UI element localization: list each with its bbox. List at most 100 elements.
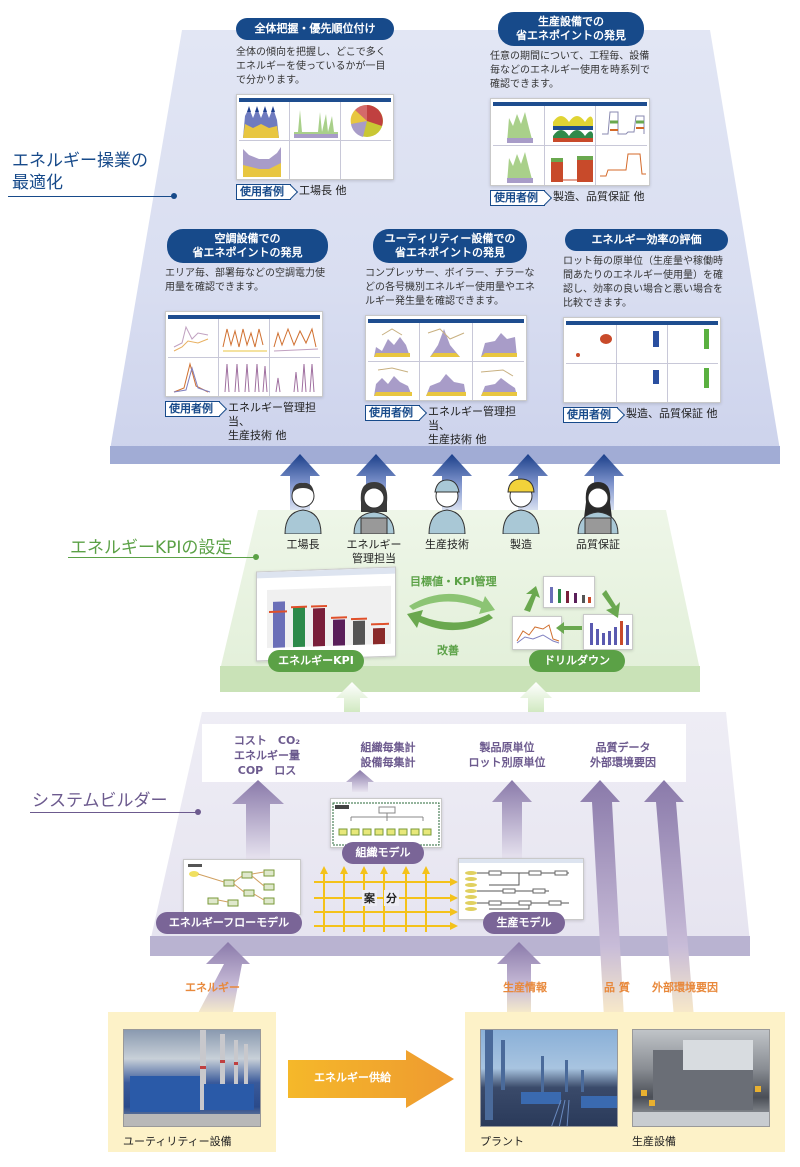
cycle-label-improvement: 改善	[437, 644, 459, 657]
layer-label-optimization: エネルギー操業の 最適化	[12, 151, 148, 193]
energy-supply-arrow	[288, 1050, 454, 1108]
kpi-bar	[333, 619, 345, 646]
person-energy-manager: エネルギー 管理担当	[339, 478, 409, 566]
usecase: 使用者例 製造、品質保証 他	[563, 407, 728, 423]
arrow-up-icon	[580, 780, 624, 1018]
worker-cap-icon	[428, 479, 466, 535]
plant-photo	[480, 1029, 618, 1127]
dashboard-screenshot	[165, 311, 323, 397]
woman-laptop-icon	[577, 482, 619, 535]
dashboard-screenshot	[365, 315, 527, 401]
org-model-badge: 組織モデル	[342, 842, 424, 864]
kpi-bar	[293, 606, 305, 648]
energy-flow-model-badge: エネルギーフローモデル	[156, 912, 302, 934]
purple-arrows	[232, 770, 694, 1018]
production-model-screenshot	[458, 858, 584, 920]
kpi-target-line	[269, 604, 389, 626]
usecase-tag: 使用者例	[563, 407, 618, 423]
card-description: 任意の期間について、工程毎、設備毎などのエネルギー使用を時系列で確認できます。	[490, 51, 650, 90]
usecase-text: 工場長 他	[299, 184, 347, 197]
card-description: ロット毎の原単位（生産量や稼働時間あたりのエネルギー使用量）を確認し、効率の良い…	[563, 256, 723, 309]
card-description: エリア毎、部署毎などの空調電力使用量を確認できます。	[165, 268, 325, 293]
energy-kpi-badge: エネルギーKPI	[268, 650, 364, 672]
person-plant-manager: 工場長	[273, 478, 333, 552]
person-label: エネルギー 管理担当	[346, 538, 402, 565]
arrow-up-icon	[232, 780, 284, 860]
utility-equipment-box: ユーティリティー設備	[108, 1012, 276, 1152]
card-utility: ユーティリティー設備での 省エネポイントの発見 コンプレッサー、ボイラー、チラー…	[365, 229, 535, 447]
usecase: 使用者例 製造、品質保証 他	[490, 190, 652, 206]
usecase-tag: 使用者例	[365, 405, 420, 421]
usecase: 使用者例 エネルギー管理担当、 生産技術 他	[365, 405, 535, 447]
dashboard-screenshot	[490, 98, 650, 186]
person-label: 工場長	[286, 538, 320, 551]
person-quality-assurance: 品質保証	[568, 478, 628, 552]
production-model-badge: 生産モデル	[483, 912, 565, 934]
arrow-up-icon	[492, 780, 532, 860]
energy-supply-label: エネルギー供給	[314, 1071, 391, 1084]
input-label-external: 外部環境要因	[652, 981, 718, 994]
outputs-band	[202, 724, 686, 782]
woman-laptop-icon	[353, 482, 395, 535]
output-cost-co2: コスト CO₂ エネルギー量 COP ロス	[233, 734, 301, 777]
person-label: 製造	[510, 538, 532, 551]
kpi-bar	[273, 601, 285, 648]
output-quality-external: 品質データ 外部環境要因	[590, 741, 656, 769]
usecase-tag: 使用者例	[490, 190, 545, 206]
drilldown-chart-3	[512, 616, 562, 650]
drilldown-chart-1	[543, 576, 595, 608]
leader-dot	[195, 809, 201, 815]
cycle-label-target-kpi: 目標値・KPI管理	[410, 575, 497, 588]
card-title: 空調設備での 省エネポイントの発見	[167, 229, 328, 263]
energy-flow-screenshot	[183, 859, 301, 915]
person-manufacturing: 製造	[491, 478, 551, 552]
arrow-up-icon	[346, 770, 374, 792]
arrow-icon	[602, 590, 620, 618]
person-label: 生産技術	[425, 538, 469, 551]
leader-line	[8, 196, 174, 197]
drilldown-chart-2	[583, 614, 633, 650]
kpi-bar	[353, 620, 365, 646]
kpi-bar	[313, 608, 325, 647]
arrow-up-icon	[497, 942, 541, 1017]
leader-line	[68, 557, 256, 558]
input-arrows	[196, 942, 541, 1017]
worker-helmet-icon	[502, 478, 540, 535]
arrow-up-icon	[196, 942, 250, 1017]
cycle-arrows	[407, 593, 495, 631]
usecase-tag: 使用者例	[236, 184, 291, 200]
card-title: 全体把握・優先順位付け	[236, 18, 394, 40]
utility-equipment-photo	[123, 1029, 261, 1127]
production-equipment-label: 生産設備	[632, 1135, 676, 1148]
card-overview: 全体把握・優先順位付け 全体の傾向を把握し、どこで多く エネルギーを使っているか…	[236, 18, 394, 200]
allocation-label-left: 案	[362, 890, 377, 906]
arrow-right-icon	[409, 593, 495, 614]
usecase-text: 製造、品質保証 他	[626, 407, 718, 420]
arrow-up-icon	[644, 780, 694, 1018]
card-title: ユーティリティー設備での 省エネポイントの発見	[373, 229, 527, 263]
layer-label-kpi: エネルギーKPIの設定	[70, 538, 233, 558]
layer-label-system-builder: システムビルダー	[32, 791, 168, 811]
plant-box: プラント 生産設備	[465, 1012, 785, 1152]
drilldown-badge: ドリルダウン	[529, 650, 625, 672]
man-icon	[284, 482, 322, 535]
kpi-bar	[373, 627, 385, 645]
input-label-production-info: 生産情報	[503, 981, 547, 994]
usecase: 使用者例 エネルギー管理担当、 生産技術 他	[165, 401, 330, 443]
card-description: 全体の傾向を把握し、どこで多く エネルギーを使っているかが一目 で分かります。	[236, 47, 386, 86]
card-title: 生産設備での 省エネポイントの発見	[498, 12, 644, 46]
person-label: 品質保証	[576, 538, 620, 551]
usecase-tag: 使用者例	[165, 401, 220, 417]
production-equipment-photo	[632, 1029, 770, 1127]
optimization-platform-edge	[110, 446, 780, 464]
card-efficiency: エネルギー効率の評価 ロット毎の原単位（生産量や稼働時間あたりのエネルギー使用量…	[563, 229, 728, 423]
arrow-icon	[524, 586, 540, 612]
utility-equipment-label: ユーティリティー設備	[123, 1135, 232, 1148]
input-label-energy: エネルギー	[185, 981, 240, 994]
leader-line	[30, 812, 198, 813]
arrow-left-icon	[556, 622, 582, 634]
output-unit-consumption: 製品原単位 ロット別原単位	[468, 741, 546, 769]
dashboard-screenshot	[563, 317, 721, 403]
leader-dot	[253, 554, 259, 560]
usecase: 使用者例 工場長 他	[236, 184, 394, 200]
